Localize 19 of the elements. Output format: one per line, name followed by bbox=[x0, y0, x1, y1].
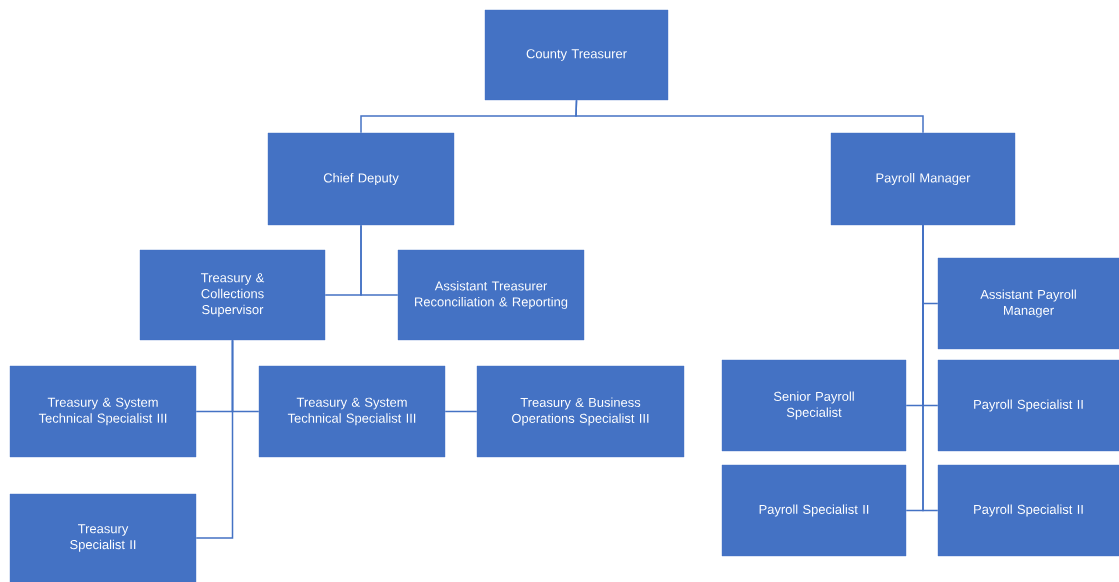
connector-line bbox=[360, 224, 399, 296]
position-box: Treasury & System Technical Specialist III bbox=[258, 365, 446, 458]
position-box: Treasury & System Technical Specialist III bbox=[9, 365, 197, 458]
connector-line bbox=[444, 410, 478, 413]
position-box: Assistant Payroll Manager bbox=[937, 257, 1119, 350]
position-box: Payroll Specialist II bbox=[937, 464, 1119, 557]
position-box: Senior Payroll Specialist bbox=[721, 359, 907, 452]
position-box: Chief Deputy bbox=[267, 132, 455, 226]
position-box: Treasury Specialist II bbox=[9, 493, 197, 582]
position-box: Assistant Treasurer Reconciliation & Reporting bbox=[397, 249, 585, 341]
connector-line bbox=[195, 339, 234, 539]
position-box: Payroll Specialist II bbox=[937, 359, 1119, 452]
connector-line bbox=[575, 99, 924, 134]
connector-line bbox=[922, 224, 939, 512]
position-box: Treasury & Business Operations Specialist III bbox=[476, 365, 685, 458]
position-box: Treasury & Collections Supervisor bbox=[139, 249, 326, 341]
position-box: County Treasurer bbox=[484, 9, 669, 101]
position-box: Payroll Specialist II bbox=[721, 464, 907, 557]
position-box: Payroll Manager bbox=[830, 132, 1016, 226]
